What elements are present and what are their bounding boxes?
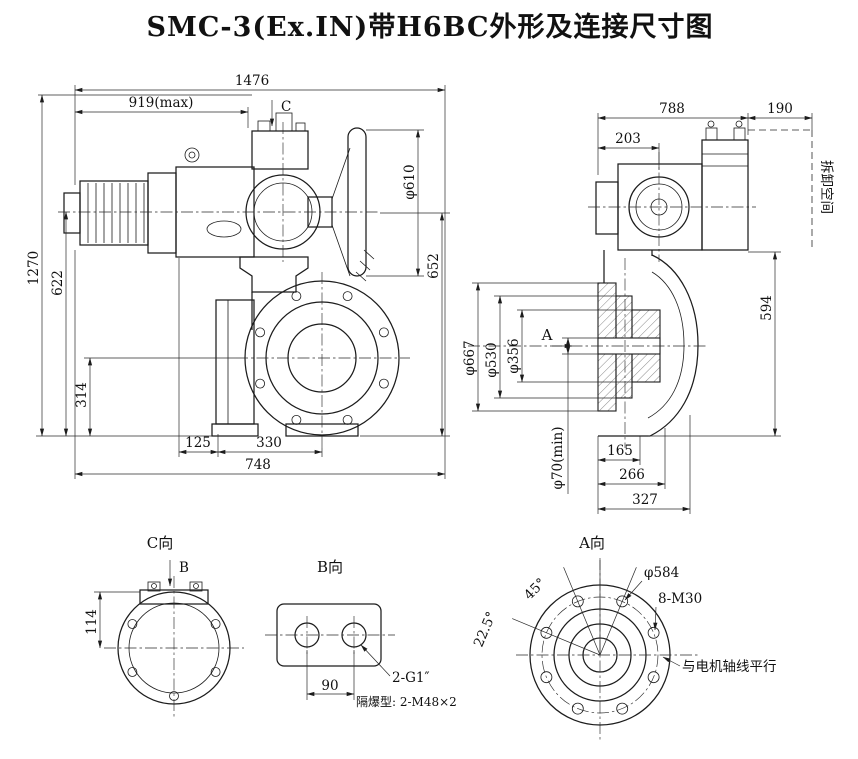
dim-530-label: φ530 xyxy=(484,342,500,377)
section-a-label: A xyxy=(541,326,553,344)
dim-594-label: 594 xyxy=(759,295,775,321)
base-flange xyxy=(211,280,400,437)
dim-90-label: 90 xyxy=(321,678,338,694)
angle-22-5-label: 22.5° xyxy=(471,609,500,649)
dim-652-label: 652 xyxy=(426,253,442,279)
front-view: 1476 919(max) C φ610 652 1270 622 314 12… xyxy=(26,73,450,479)
side-lug xyxy=(595,181,619,235)
dim-70-label: φ70(min) xyxy=(550,427,566,490)
motor xyxy=(63,172,177,254)
view-b-title: B向 xyxy=(317,558,343,576)
dim-114-label: 114 xyxy=(84,609,100,635)
dim-190-label: 190 xyxy=(767,101,793,117)
dim-610-label: φ610 xyxy=(402,164,418,199)
flange-section xyxy=(597,282,661,412)
removal-space-label: 拆卸空间 xyxy=(818,160,834,214)
terminal-box xyxy=(701,120,749,251)
thread-spec-label: 2-G1″ xyxy=(392,670,430,686)
dim-330-label: 330 xyxy=(256,435,282,451)
removal-space-outline xyxy=(748,129,813,250)
side-centerlines xyxy=(468,152,756,448)
foot-left xyxy=(211,423,259,437)
explosion-proof-note: 隔爆型: 2-M48×2 xyxy=(356,695,457,709)
side-dimensions: 788 190 203 594 φ667 φ530 φ356 φ70(min) … xyxy=(462,101,834,514)
dim-667-label: φ667 xyxy=(462,340,478,375)
dim-788-label: 788 xyxy=(659,101,685,117)
gear-housing xyxy=(175,147,255,258)
view-c: C向 B 114 xyxy=(84,534,244,718)
dim-622-label: 622 xyxy=(50,270,66,296)
view-a-title: A向 xyxy=(578,534,605,552)
view-c-title: C向 xyxy=(147,534,173,552)
handwheel xyxy=(307,127,375,282)
drawing-title: SMC-3(Ex.IN)带H6BC外形及连接尺寸图 xyxy=(147,11,714,43)
dim-125-label: 125 xyxy=(185,435,211,451)
dim-584-label: φ584 xyxy=(644,565,679,581)
axis-parallel-note: 与电机轴线平行 xyxy=(682,659,777,675)
dim-1476-label: 1476 xyxy=(235,73,269,89)
eyebolt-icon xyxy=(184,147,200,163)
side-bracket xyxy=(215,299,255,425)
section-b-label: B xyxy=(179,560,189,576)
dim-266-label: 266 xyxy=(619,467,645,483)
bolt-spec-label: 8-M30 xyxy=(658,591,702,607)
dim-327-label: 327 xyxy=(632,492,658,508)
dim-919-label: 919(max) xyxy=(129,95,194,111)
dim-1270-label: 1270 xyxy=(26,251,42,285)
dim-314-label: 314 xyxy=(74,382,90,408)
side-housing-profile xyxy=(598,254,699,437)
control-box xyxy=(251,112,309,170)
side-view: 788 190 203 594 φ667 φ530 φ356 φ70(min) … xyxy=(462,101,834,514)
yoke xyxy=(239,256,309,330)
angle-45-label: 45° xyxy=(521,575,549,603)
front-dimensions: 1476 919(max) C φ610 652 1270 622 314 12… xyxy=(26,73,450,479)
dim-748-label: 748 xyxy=(245,457,271,473)
front-centerlines xyxy=(58,122,410,448)
side-outline xyxy=(595,120,813,437)
dim-356-label: φ356 xyxy=(506,338,522,373)
view-a: A向 45° 22.5° φ584 8-M30 xyxy=(471,534,777,742)
view-b: B向 2-G1″ 90 隔爆型: 2-M48×2 xyxy=(265,558,457,709)
nameplate xyxy=(206,220,242,238)
section-c-label: C xyxy=(281,99,291,115)
dim-165-label: 165 xyxy=(607,443,633,459)
dim-203-label: 203 xyxy=(615,131,641,147)
front-outline xyxy=(63,112,400,437)
